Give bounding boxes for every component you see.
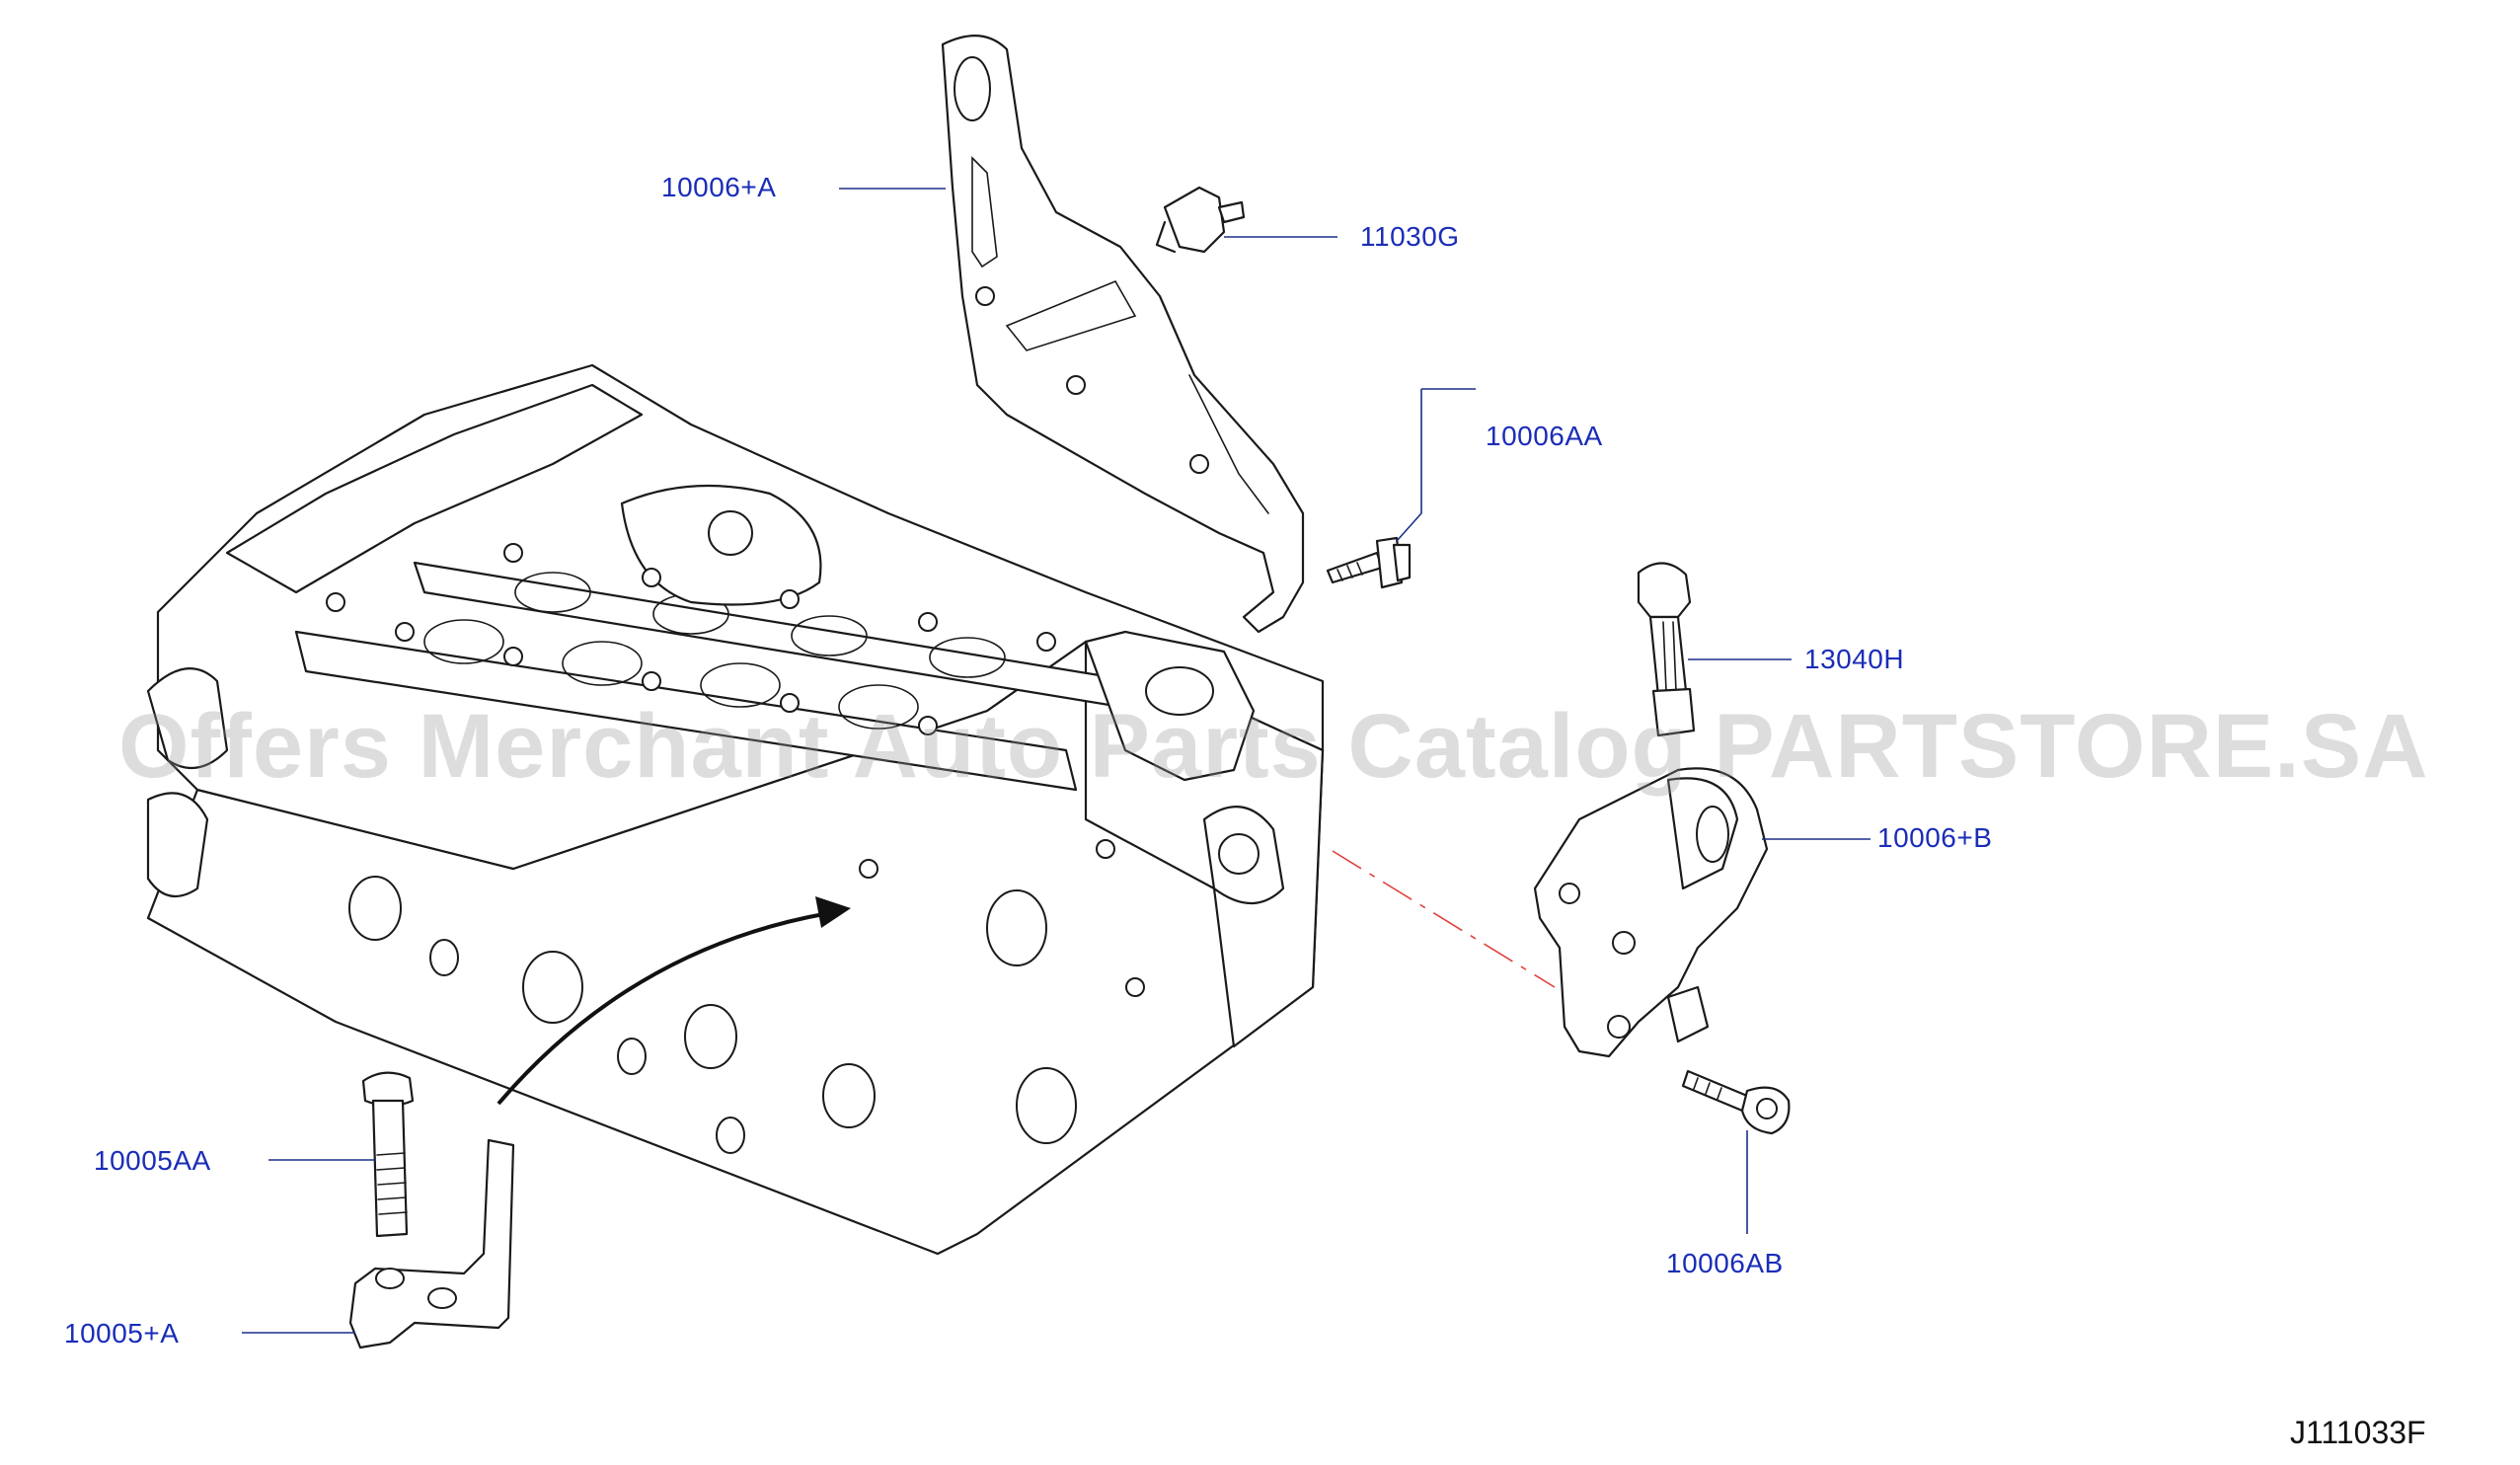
watermark: Offers Merchant Auto Parts Catalog PARTS…: [118, 696, 2429, 797]
leader-lines: [242, 188, 1871, 1334]
bolt-10006AB[interactable]: [1681, 1069, 1791, 1135]
callout-10005A[interactable]: 10005+A: [64, 1318, 180, 1349]
engine-hanger-bracket-front[interactable]: [941, 35, 1305, 634]
callout-11030G[interactable]: 11030G: [1360, 221, 1460, 252]
assembly-arrow: [496, 896, 851, 1106]
bracket-10005A[interactable]: [348, 1138, 515, 1349]
engine-hanger-bracket-rear[interactable]: [1533, 767, 1769, 1058]
alignment-line: [1332, 850, 1556, 988]
bolt-10005AA[interactable]: [361, 1071, 415, 1238]
rod-13040H[interactable]: [1637, 562, 1696, 737]
cylinder-head[interactable]: [146, 363, 1325, 1256]
callout-10006A[interactable]: 10006+A: [661, 172, 777, 202]
callout-10006B[interactable]: 10006+B: [1877, 822, 1993, 853]
callout-13040H[interactable]: 13040H: [1804, 644, 1905, 674]
diagram-code: J111033F: [2290, 1415, 2426, 1450]
callout-10005AA[interactable]: 10005AA: [94, 1145, 211, 1176]
callout-10006AA[interactable]: 10006AA: [1486, 421, 1603, 451]
stud-11030G[interactable]: [1155, 186, 1246, 254]
bolt-10006AA[interactable]: [1326, 536, 1412, 589]
callout-10006AB[interactable]: 10006AB: [1666, 1248, 1784, 1278]
